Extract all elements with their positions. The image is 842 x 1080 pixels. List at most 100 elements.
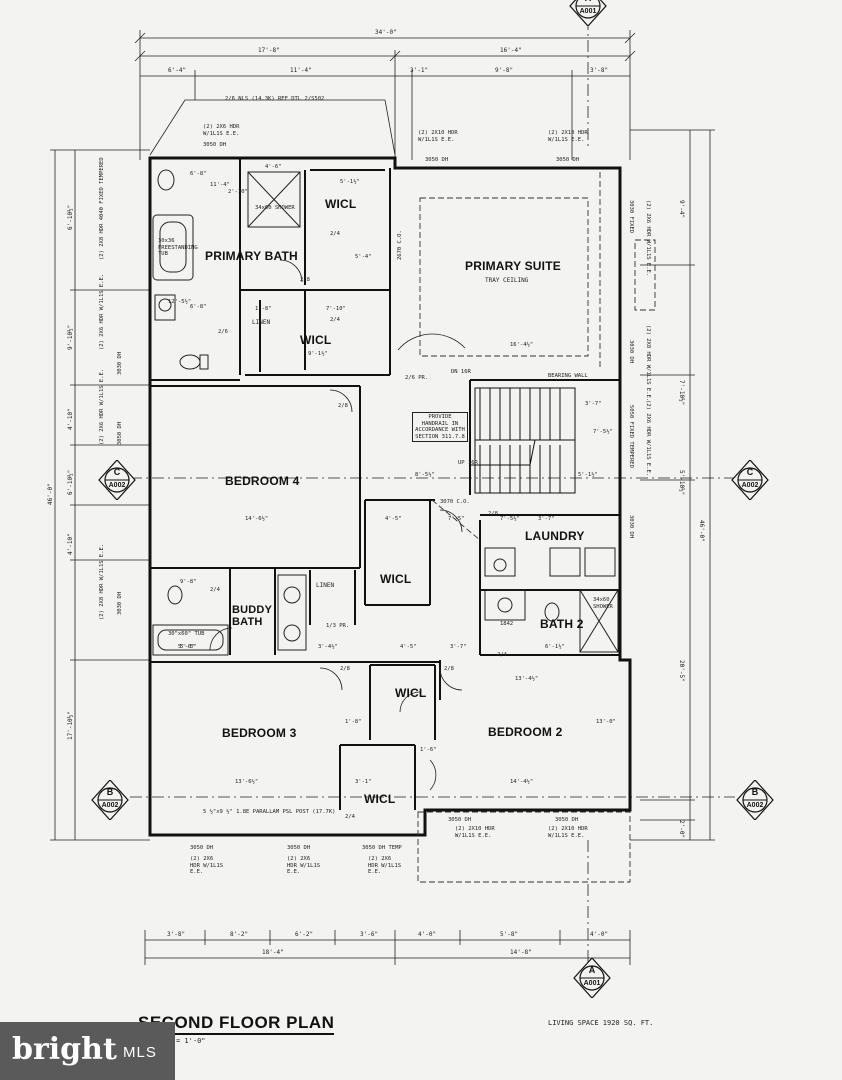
shower-note: 34x60 SHOWER bbox=[255, 205, 295, 211]
pr-note-2: 1/3 PR. bbox=[326, 623, 350, 629]
dim-left-6: 17'-10½" bbox=[67, 711, 74, 740]
co-note-1: 2670 C.O. bbox=[397, 230, 403, 260]
int-dim-21: 5'-5" bbox=[180, 644, 197, 650]
watermark-suffix: MLS bbox=[123, 1044, 157, 1061]
dim-top-b: 11'-4" bbox=[290, 67, 312, 74]
window-note-22: (2) 2X6 HDR W/1L1S E.E. bbox=[368, 856, 402, 876]
room-wicl-primary-label: WICL bbox=[325, 197, 357, 211]
window-note-9: (2) 2X8 HDR W/1L1S E.E. bbox=[645, 325, 651, 402]
dim-bottom-left: 18'-4" bbox=[262, 949, 284, 956]
dim-right-4: 20'-5" bbox=[678, 660, 685, 682]
int-dim-6: 6'-8" bbox=[190, 304, 207, 310]
window-note-10: 5050 FIXED TEMPERED bbox=[628, 405, 634, 468]
dim-left-1: 6'-10½" bbox=[67, 204, 74, 230]
int-dim-35: 6'-1½" bbox=[545, 644, 565, 650]
section-marker-b-right: B A002 bbox=[735, 780, 775, 820]
door-size-3: 2/4 bbox=[210, 587, 220, 593]
window-note-29: 3030 DH bbox=[117, 591, 123, 615]
int-dim-27: 13'-6½" bbox=[235, 779, 259, 785]
window-note-17: 3050 DH bbox=[190, 845, 214, 851]
section-b-left-id: B bbox=[106, 787, 114, 797]
int-dim-15: 3'-7" bbox=[585, 401, 602, 407]
linen-2-label: LINEN bbox=[316, 582, 335, 589]
bath2-shower-note: 34x60 SHOWER bbox=[593, 597, 613, 610]
window-note-1b: 3050 DH bbox=[203, 142, 227, 148]
int-dim-34: 7'-5½" bbox=[593, 429, 613, 435]
room-primary-bath-label: PRIMARY BATH bbox=[205, 249, 298, 263]
int-dim-33: 13'-0" bbox=[596, 719, 616, 725]
int-dim-8: 1'-8" bbox=[255, 306, 272, 312]
section-a-bottom-sheet: A001 bbox=[583, 980, 601, 987]
dim-bottom-right: 14'-8" bbox=[510, 949, 532, 956]
door-size-2: 2/4 bbox=[330, 317, 340, 323]
window-note-27: (2) 2X8 HDR W/1L1S E.E. bbox=[99, 543, 105, 620]
watermark-brand: bright bbox=[12, 1032, 117, 1067]
tray-ceiling-note: TRAY CEILING bbox=[485, 277, 529, 284]
window-note-24: 3030 DH bbox=[117, 351, 123, 375]
window-note-1: (2) 2X6 HDR W/1L1S E.E. bbox=[203, 124, 240, 137]
room-bedroom4-label: BEDROOM 4 bbox=[225, 474, 300, 488]
int-dim-5: 2'-10" bbox=[228, 189, 248, 195]
int-dim-26: 13'-4½" bbox=[515, 676, 539, 682]
window-note-26: 3050 DH bbox=[117, 421, 123, 445]
int-dim-10: 9'-1½" bbox=[308, 351, 328, 357]
int-dim-29: 1'-6" bbox=[420, 747, 437, 753]
room-bedroom2-label: BEDROOM 2 bbox=[488, 725, 563, 739]
section-marker-a-top: A A001 bbox=[568, 0, 608, 26]
window-note-2: (2) 2X10 HDR W/1L1S E.E. bbox=[418, 130, 458, 143]
dim-left-3: 4'-10" bbox=[67, 408, 74, 430]
int-dim-24: 4'-5" bbox=[400, 644, 417, 650]
int-dim-28: 14'-4½" bbox=[510, 779, 534, 785]
dim-bottom-e: 4'-0" bbox=[418, 931, 437, 938]
living-space-note: LIVING SPACE 1920 SQ. FT. bbox=[548, 1019, 654, 1027]
room-wicl-b4-label: WICL bbox=[380, 572, 412, 586]
window-note-12: 3030 DH bbox=[628, 515, 634, 539]
section-c-left-sheet: A002 bbox=[108, 482, 126, 489]
scale-note: = 1'-0" bbox=[176, 1037, 206, 1045]
section-a-top-sheet: A001 bbox=[579, 8, 597, 15]
int-dim-25: 3'-7" bbox=[450, 644, 467, 650]
buddy-tub-note: 30"x60" TUB bbox=[168, 631, 205, 637]
dim-top-c: 3'-1" bbox=[410, 67, 429, 74]
section-b-right-sheet: A002 bbox=[746, 802, 764, 809]
room-wicl-mid-label: WICL bbox=[300, 333, 332, 347]
section-marker-b-left: B A002 bbox=[90, 780, 130, 820]
int-dim-9: 7'-10" bbox=[326, 306, 346, 312]
window-note-23: (2) 2X6 HDR W/1L1S E.E. bbox=[99, 273, 105, 350]
window-note-4: 3050 DH bbox=[425, 157, 449, 163]
section-marker-c-left-symbol bbox=[98, 460, 136, 500]
bearing-wall-note: BEARING WALL bbox=[548, 373, 588, 379]
section-a-top-id: A bbox=[568, 0, 608, 3]
dim-left-4: 6'-10½" bbox=[67, 469, 74, 495]
dim-top-a: 6'-4" bbox=[168, 67, 187, 74]
window-note-15: (2) 2X10 HDR W/1L1S E.E. bbox=[548, 826, 588, 839]
dim-bottom-d: 3'-6" bbox=[360, 931, 379, 938]
section-marker-b-left-symbol bbox=[91, 780, 129, 820]
window-note-19: 3050 DH TEMP bbox=[362, 845, 402, 851]
window-note-16: 3050 DH bbox=[555, 817, 579, 823]
section-b-left-sheet: A002 bbox=[101, 802, 119, 809]
dim-right-1: 9'-4" bbox=[678, 200, 685, 219]
dim-left-2: 9'-10½" bbox=[67, 324, 74, 350]
window-note-14: (2) 2X10 HDR W/1L1S E.E. bbox=[455, 826, 495, 839]
dim-bottom-g: 4'-0" bbox=[590, 931, 609, 938]
door-size-11: 2/6 bbox=[218, 329, 228, 335]
window-note-11: (2) 2X6 HDR W/1L1S E.E. bbox=[645, 400, 651, 477]
int-dim-22: 1'-8" bbox=[345, 719, 362, 725]
section-c-left-id: C bbox=[113, 467, 121, 477]
door-size-5: 2/4 bbox=[345, 814, 355, 820]
stair-dn-note: DN 16R bbox=[451, 369, 471, 375]
door-size-7: 2/8 bbox=[338, 403, 348, 409]
section-marker-b-right-symbol bbox=[736, 780, 774, 820]
int-dim-11: 16'-4½" bbox=[510, 342, 534, 348]
int-dim-4: 5'-1½" bbox=[340, 179, 360, 185]
door-size-4: 2/4 bbox=[497, 652, 507, 658]
door-size-8: 2/8 bbox=[340, 666, 350, 672]
window-note-8: 3030 DH bbox=[628, 340, 634, 364]
dim-top-d: 9'-8" bbox=[495, 67, 514, 74]
co-note-2: 3070 C.O. bbox=[440, 499, 470, 505]
pr-note-1: 2/6 PR. bbox=[405, 375, 429, 381]
door-size-6: 2/8 bbox=[300, 277, 310, 283]
